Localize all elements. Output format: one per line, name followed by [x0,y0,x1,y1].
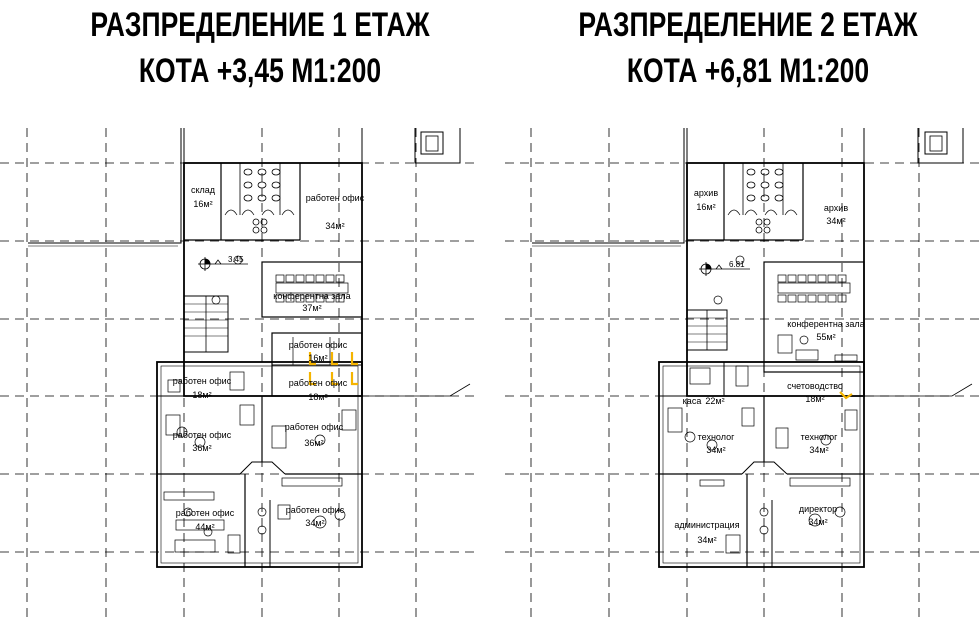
plan-1-room-6-area: 18м² [192,390,211,400]
plan-1-room-5-name: работен офис [289,378,348,388]
plan-1-level-value: 3.45 [228,255,244,264]
plan-1-room-3-name: конферентна зала [273,291,350,301]
plan-1-room-3-area: 37м² [302,303,321,313]
plan-1-room-10-area: 34м² [305,518,324,528]
plan-1-room-9-area: 44м² [195,522,214,532]
plan-2-walls [532,128,973,568]
plan-2-room-1-name: архив [694,188,718,198]
plan-2-room-6-name: технолог [698,432,735,442]
plan-1-room-4-area: 16м² [308,353,327,363]
plan-2-room-2-area: 34м² [826,216,845,226]
plan-2-title-line2: КОТА +6,81 М1:200 [626,52,870,90]
plan-1-room-9-name: работен офис [176,508,235,518]
plan-2-title-line1: РАЗПРЕДЕЛЕНИЕ 2 ЕТАЖ [578,6,918,44]
plan-1-room-5-area: 18м² [308,392,327,402]
plan-1-room-2-name: работен офис [306,193,365,203]
plan-1-room-4-name: работен офис [289,340,348,350]
plan-2-room-4-name: каса [683,396,702,406]
plan-2-highlighted-item [839,391,853,400]
plan-2-level-marker [699,262,750,276]
plan-1-room-8-name: работен офис [285,422,344,432]
plan-2-room-3-name: конферентна зала [787,319,864,329]
plan-2-level-value: 6.81 [729,260,745,269]
plan-2-room-9-area: 34м² [808,517,827,527]
plan-2-room-5-area: 18м² [805,394,824,404]
plan-2-room-labels: архив 16м² архив 34м² конферентна зала 5… [674,188,864,545]
plan-1-room-6-name: работен офис [173,376,232,386]
plan-2-toilets [746,168,784,234]
plan-2-room-1-area: 16м² [696,202,715,212]
plan-2-room-3-area: 55м² [816,332,835,342]
plan-2-room-8-area: 34м² [697,535,716,545]
plan-1-walls [28,128,471,568]
plan-2-furniture [667,255,858,554]
plan-1-room-1-area: 16м² [193,199,212,209]
plan-1-furniture [163,255,357,554]
plan-1-toilets [243,168,281,234]
plan-1-title-line1: РАЗПРЕДЕЛЕНИЕ 1 ЕТАЖ [90,6,430,44]
plan-2-title: РАЗПРЕДЕЛЕНИЕ 2 ЕТАЖ КОТА +6,81 М1:200 [537,2,958,94]
plan-1-room-8-area: 36м² [304,438,323,448]
plan-2-room-4-area: 22м² [705,396,724,406]
plan-1-level-marker [198,257,248,271]
plan-1-room-7-name: работен офис [173,430,232,440]
plan-1-room-2-area: 34м² [325,221,344,231]
plan-1-room-1-name: склад [191,185,216,195]
plan-2-room-7-area: 34м² [809,445,828,455]
plan-1-room-10-name: работен офис [286,505,345,515]
plan-1-room-7-area: 36м² [192,443,211,453]
plan-2-room-8-name: администрация [674,520,739,530]
plan-1-room-labels: склад 16м² работен офис 34м² конферентна… [173,185,365,532]
plan-2-room-6-area: 34м² [706,445,725,455]
plan-2-room-9-name: директор [799,504,837,514]
plan-1-title-line2: КОТА +3,45 М1:200 [138,52,382,90]
plan-2-room-7-name: технолог [801,432,838,442]
plan-2-room-5-name: счетоводство [787,381,843,391]
plan-2-room-2-name: архив [824,203,848,213]
plan-1-title: РАЗПРЕДЕЛЕНИЕ 1 ЕТАЖ КОТА +3,45 М1:200 [49,2,470,94]
plan-1-highlighted-items [308,352,358,386]
